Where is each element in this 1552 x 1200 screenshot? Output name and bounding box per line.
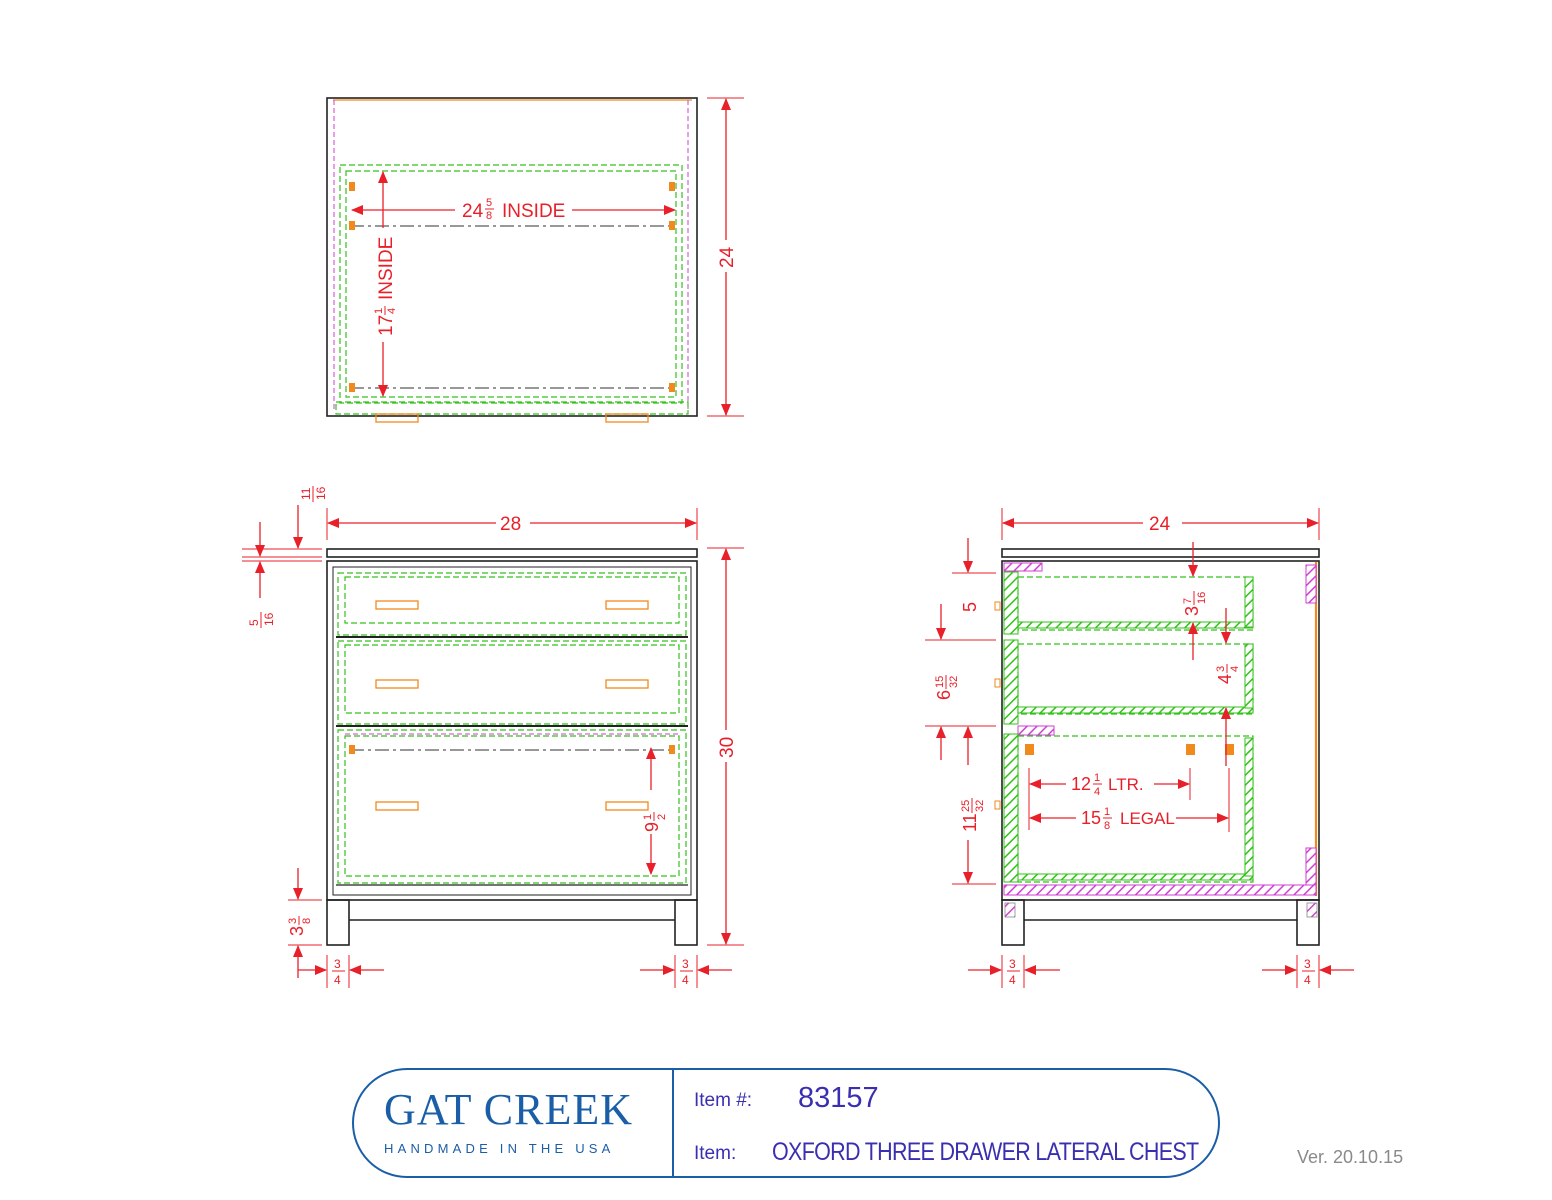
leg-height-den: 8 <box>301 918 313 924</box>
legal-num: 1 <box>1104 806 1110 818</box>
inside-width-text: INSIDE <box>502 201 565 222</box>
inside-depth-num: 1 <box>373 308 385 314</box>
inside-width-den: 8 <box>486 210 492 222</box>
inside-width-whole: 24 <box>462 201 484 222</box>
inside-depth-whole: 17 <box>376 315 397 336</box>
logo-tagline: HANDMADE IN THE USA <box>384 1141 615 1156</box>
front-width-label: 28 <box>500 514 521 535</box>
item-number-value: 83157 <box>798 1082 879 1114</box>
leg-right <box>674 899 698 946</box>
file-depth-num: 1 <box>642 814 654 820</box>
item-name-label: Item: <box>694 1143 737 1164</box>
drawer-pull <box>605 600 649 610</box>
leg-left <box>326 899 350 946</box>
drawer-pull <box>375 679 419 689</box>
front-height-label: 30 <box>717 737 738 758</box>
drawer-front-1 <box>337 572 687 636</box>
side-view: 24 5 6 15 32 11 25 32 3 7 16 <box>925 508 1354 988</box>
side-leg-left-num: 3 <box>1009 957 1016 971</box>
leg-height-num: 3 <box>287 918 299 924</box>
top-view: 24 5 8 INSIDE 17 1 4 INSIDE 24 <box>326 97 744 423</box>
legal-whole: 15 <box>1081 808 1101 828</box>
top-thickness-num: 11 <box>299 487 313 500</box>
inner-1-den: 16 <box>1196 592 1208 604</box>
drawer-pull <box>375 413 419 423</box>
drawer-2-height-whole: 6 <box>934 690 954 700</box>
inner-1-whole: 3 <box>1182 606 1202 616</box>
letter-text: LTR. <box>1108 775 1144 794</box>
drawer-3-height-num: 25 <box>960 800 972 812</box>
drawer-pull <box>375 600 419 610</box>
file-depth-whole: 9 <box>642 822 662 832</box>
front-leg-right-num: 3 <box>682 957 689 971</box>
drawer-pull <box>605 801 649 811</box>
side-leg-right <box>1296 899 1320 946</box>
title-block: GAT CREEK HANDMADE IN THE USA Item #: 83… <box>352 1068 1220 1178</box>
inside-width-num: 5 <box>486 197 492 209</box>
side-leg-left <box>1001 899 1025 946</box>
inside-depth-den: 4 <box>386 308 398 314</box>
file-depth-den: 2 <box>656 814 668 820</box>
top-gap-num: 5 <box>247 619 261 626</box>
logo: GAT CREEK HANDMADE IN THE USA <box>354 1070 674 1176</box>
inner-1-num: 7 <box>1182 598 1194 604</box>
item-name-value: OXFORD THREE DRAWER LATERAL CHEST <box>772 1138 1199 1166</box>
drawer-2-height-den: 32 <box>948 676 960 688</box>
side-leg-right-den: 4 <box>1304 973 1311 987</box>
shop-drawing: 24 5 8 INSIDE 17 1 4 INSIDE 24 <box>242 97 1354 988</box>
front-leg-left-num: 3 <box>334 957 341 971</box>
letter-whole: 12 <box>1071 774 1091 794</box>
top-gap-den: 16 <box>262 612 276 626</box>
logo-name: GAT CREEK <box>384 1085 633 1134</box>
side-top <box>1001 548 1320 558</box>
inner-2-num: 3 <box>1215 666 1227 672</box>
item-number-label: Item #: <box>694 1090 753 1111</box>
front-view: 28 30 11 16 5 16 3 3 <box>242 486 744 988</box>
front-leg-left-den: 4 <box>334 973 341 987</box>
drawer-pull <box>605 679 649 689</box>
drawer-pull <box>375 801 419 811</box>
inner-2-den: 4 <box>1229 666 1241 672</box>
drawer-box-outline <box>339 164 683 404</box>
side-leg-left-den: 4 <box>1009 973 1016 987</box>
drawer-2-height-num: 15 <box>934 676 946 688</box>
drawer-1-height: 5 <box>960 602 980 612</box>
drawer-front-2 <box>337 640 687 725</box>
front-leg-right-den: 4 <box>682 973 689 987</box>
letter-num: 1 <box>1094 772 1100 784</box>
top-view-outline <box>326 97 698 417</box>
side-leg-right-num: 3 <box>1304 957 1311 971</box>
drawer-3-height-whole: 11 <box>960 813 980 832</box>
inner-2-whole: 4 <box>1215 674 1235 684</box>
inside-depth-text: INSIDE <box>376 237 397 300</box>
version-label: Ver. 20.10.15 <box>1297 1147 1404 1167</box>
side-depth-label: 24 <box>1149 514 1171 535</box>
legal-den: 8 <box>1104 820 1110 832</box>
leg-height-whole: 3 <box>287 926 307 936</box>
cabinet-top <box>326 548 698 558</box>
drawer-3-height-den: 32 <box>974 800 986 812</box>
cabinet-case <box>326 560 698 901</box>
drawer-front-3 <box>337 729 687 884</box>
letter-den: 4 <box>1094 786 1100 798</box>
drawer-pull <box>605 413 649 423</box>
legal-text: LEGAL <box>1120 809 1175 828</box>
top-depth-label: 24 <box>717 246 738 268</box>
top-thickness-den: 16 <box>314 486 328 500</box>
side-case <box>1001 560 1320 901</box>
